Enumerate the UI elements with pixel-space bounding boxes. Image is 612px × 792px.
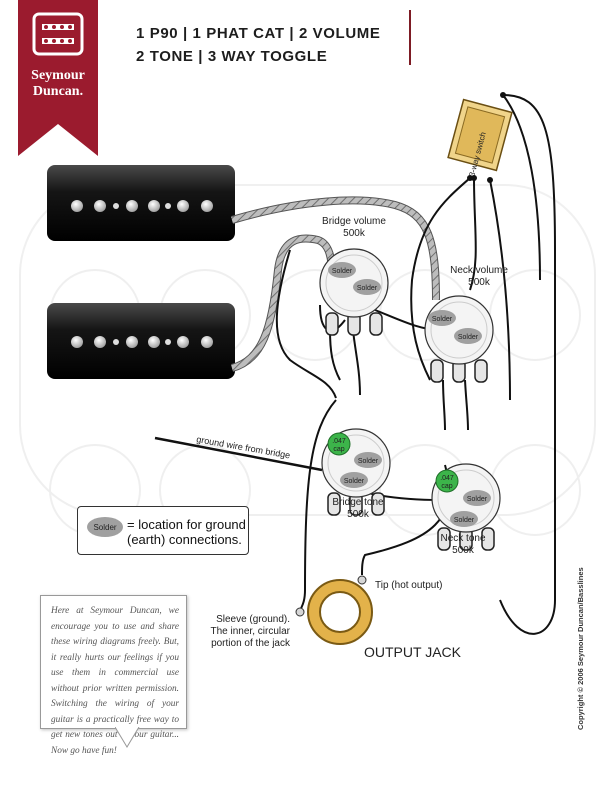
jack-tip-lug [357, 575, 367, 585]
solder-label: Solder [357, 285, 378, 292]
output-jack-label: OUTPUT JACK [364, 644, 462, 660]
switch-lug [500, 92, 506, 98]
bridge-volume-label: Bridge volume [322, 216, 386, 227]
bridge-tone-capacitor: .047 cap [327, 432, 351, 456]
pot-lug [325, 312, 339, 336]
bridge-tone-value: 500k [347, 509, 370, 520]
bridge-volume-value: 500k [343, 228, 366, 239]
brand-name-line2: Duncan. [32, 84, 84, 99]
pickup-pole-pieces [71, 336, 213, 348]
bridge-tone-label: Bridge tone [332, 497, 384, 508]
pot-lug [474, 359, 488, 383]
capacitor-unit: cap [441, 483, 452, 490]
pot-lug [327, 492, 341, 516]
solder-point [463, 490, 491, 506]
output-jack [295, 575, 373, 645]
solder-label: Solder [358, 458, 379, 465]
solder-point [353, 279, 381, 295]
solder-label: Solder [332, 268, 353, 275]
solder-point [428, 310, 456, 326]
capacitor-value: .047 [332, 438, 346, 445]
pot-shaft-ring [430, 301, 488, 359]
speech-bubble-tail [115, 727, 140, 748]
neck-volume-value: 500k [468, 277, 491, 288]
solder-point [328, 262, 356, 278]
solder-point [340, 472, 368, 488]
brand-name-line1: Seymour [31, 68, 85, 83]
copyright-text: Copyright © 2006 Seymour Duncan/Bassline… [576, 567, 585, 730]
page-title-line2: 2 TONE | 3 WAY TOGGLE [136, 48, 328, 65]
pot-lug [481, 527, 495, 551]
solder-label: Solder [467, 496, 488, 503]
brand-name: Seymour Duncan. [18, 68, 98, 100]
pickup-pole-pieces [71, 200, 213, 212]
solder-label: Solder [454, 517, 475, 524]
solder-label: Solder [344, 478, 365, 485]
solder-point [450, 511, 478, 527]
neck-volume-label: Neck volume [450, 265, 508, 276]
title-divider [409, 10, 411, 65]
capacitor-value: .047 [440, 475, 454, 482]
solder-point [354, 452, 382, 468]
sleeve-label-line1: Sleeve (ground). [216, 614, 290, 625]
pot-shaft-ring [327, 434, 385, 492]
sleeve-label-line3: portion of the jack [211, 638, 291, 649]
three-way-switch: 3-way switch [447, 92, 513, 183]
usage-note-text: Here at Seymour Duncan, we encourage you… [51, 606, 179, 756]
bridge-pickup-p90 [47, 165, 235, 241]
brand-ribbon [18, 0, 98, 156]
braided-pickup-leads [230, 196, 440, 372]
seymour-duncan-logo: Seymour Duncan. [18, 0, 98, 156]
legend-solder-text: Solder [93, 523, 116, 532]
solder-point [454, 328, 482, 344]
pot-lug [437, 527, 451, 551]
pot-shaft-ring [325, 254, 383, 312]
neck-tone-capacitor: .047 cap [435, 469, 459, 493]
switch-lug [471, 175, 477, 181]
tip-label: Tip (hot output) [375, 580, 442, 591]
usage-note: Here at Seymour Duncan, we encourage you… [40, 595, 187, 756]
sleeve-label-line2: The inner, circular [211, 626, 291, 637]
switch-lug [487, 177, 493, 183]
pot-lug [371, 492, 385, 516]
jack-sleeve-lug [295, 607, 305, 617]
page-title-line1: 1 P90 | 1 PHAT CAT | 2 VOLUME [136, 25, 381, 42]
solder-legend: Solder = location for ground (earth) con… [77, 506, 249, 555]
legend-description: = location for ground (earth) connection… [127, 517, 246, 547]
solder-label: Solder [432, 316, 453, 323]
solder-label: Solder [458, 334, 479, 341]
capacitor-unit: cap [333, 446, 344, 453]
potentiometers: SolderSolderSolderSolderSolderSolderSold… [319, 248, 501, 551]
pot-lug [430, 359, 444, 383]
neck-tone-label: Neck tone [440, 533, 485, 544]
solder-blob-icon: Solder [87, 517, 123, 537]
pot-lug [369, 312, 383, 336]
neck-pickup-phat-cat [47, 303, 235, 379]
neck-tone-value: 500k [452, 545, 475, 556]
